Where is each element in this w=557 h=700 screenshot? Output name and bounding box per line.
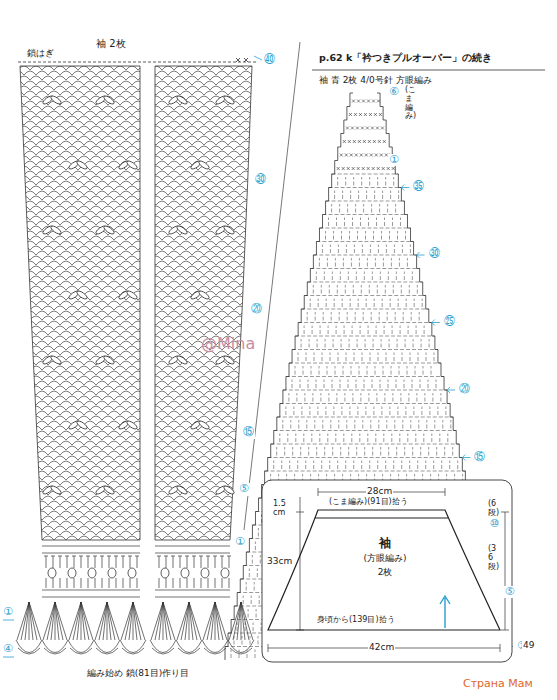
leaf-motif: [50, 225, 63, 236]
mesh-fill: [15, 62, 260, 542]
row-count: (36段): [488, 545, 496, 571]
page-title: p.62 k「衿つきプルオーバー」の続き: [318, 53, 493, 64]
stitch-note: 身頃から(139目)拾う: [316, 615, 396, 624]
leaf-motif: [223, 355, 236, 366]
leaf-motif: [176, 225, 189, 236]
stitch-note: (こま編み)(91目)拾う: [328, 497, 409, 506]
part-name: 袖: [266, 534, 504, 552]
chain-seam: [18, 62, 256, 63]
leaf-motif: [176, 355, 189, 366]
leaf-motif: [103, 225, 116, 236]
callout-number: ⑳: [458, 383, 471, 396]
callout-number: ㉕: [443, 316, 456, 329]
watermark: @Mina: [200, 335, 256, 353]
callout-number: ㊵: [263, 54, 276, 67]
schematic-frame: [262, 480, 512, 662]
popcorn-stitch: [181, 568, 189, 578]
callout-number: ⑮: [242, 426, 255, 439]
popcorn-stitch: [221, 568, 229, 578]
popcorn-stitch: [161, 568, 169, 578]
leaf-motif: [198, 420, 211, 431]
callout-number: ㉚: [428, 248, 441, 261]
watermark: Страна Мам: [462, 678, 534, 691]
leaf-motif: [76, 290, 89, 301]
leader-arrow: [447, 387, 455, 393]
leaf-motif: [76, 420, 89, 431]
dimension: 1.5 cm: [272, 499, 292, 517]
sleeve-schematic: 袖(方眼編み)2枚: [266, 508, 504, 632]
callout-number: ①: [234, 536, 246, 549]
leaf-motif: [223, 225, 236, 236]
leaf-motif: [103, 95, 116, 106]
sc-rows: [337, 100, 395, 171]
leaf-motif: [126, 420, 139, 431]
leaf-motif: [50, 95, 63, 106]
popcorn-stitch: [108, 568, 116, 578]
popcorn-stitch: [48, 568, 56, 578]
dimension: 33cm: [266, 556, 293, 566]
popcorn-stitch: [201, 568, 209, 578]
leader-arrow: [417, 252, 425, 258]
sc-mark: [236, 58, 248, 62]
callout-number: ⑩: [489, 518, 501, 531]
callout-number: ⑥: [388, 86, 400, 99]
part-note: 2枚: [266, 566, 504, 580]
callout-number: ④: [2, 643, 14, 656]
dimension: 42cm: [368, 642, 395, 652]
ruffle-edge: [16, 602, 254, 654]
leaf-motif: [223, 95, 236, 106]
callout-number: ㉟: [412, 181, 425, 194]
leaf-motif: [198, 290, 211, 301]
leaf-motif: [223, 485, 236, 496]
leaf-motif: [176, 485, 189, 496]
leaf-motif: [76, 160, 89, 171]
leaf-motif: [176, 95, 189, 106]
leader-line: [3, 620, 14, 657]
leader-line: [254, 56, 262, 60]
title-rule: [312, 70, 545, 71]
dimension-line: [501, 512, 509, 630]
leaf-motif: [50, 485, 63, 496]
start-note: 編み始め 鎖(81目)作り目: [86, 668, 190, 678]
direction-arrow: [440, 596, 450, 628]
sleeve-outline: [20, 66, 252, 540]
popcorn-stitch: [68, 568, 76, 578]
stitch-rows: [42, 546, 231, 597]
popcorn-stitch: [128, 568, 136, 578]
row-count: (6段): [488, 500, 496, 518]
callout-number: ⑤: [504, 586, 516, 599]
callout-number: ⑤: [238, 483, 250, 496]
part-spec: 袖 青 2枚 4/0号針 方眼編み: [318, 75, 433, 85]
divider-line: [244, 42, 300, 530]
callout-number: ㉚: [254, 174, 267, 187]
popcorn-stitch: [88, 568, 96, 578]
callout-number: ⑳: [250, 303, 263, 316]
leaf-motif: [126, 160, 139, 171]
dimension: 28cm: [366, 486, 393, 496]
leaf-motif: [126, 290, 139, 301]
node-text: 袖(方眼編み)2枚: [266, 534, 504, 579]
part-name: 袖 2枚: [95, 38, 127, 50]
callout-number: ①: [388, 154, 400, 167]
callout-number: ⑮: [473, 451, 486, 464]
stitch-note: (こま編み): [405, 86, 413, 121]
callout-number: ①: [2, 606, 14, 619]
leaf-motif: [103, 485, 116, 496]
part-note: (方眼編み): [266, 552, 504, 566]
leader-arrow: [401, 185, 409, 191]
leader-arrow: [462, 455, 470, 461]
leaf-motif: [50, 355, 63, 366]
leaf-motif: [103, 355, 116, 366]
leader-arrow: [432, 320, 440, 326]
leaf-motif: [198, 160, 211, 171]
seam-note: 鎖はぎ: [26, 48, 55, 58]
page-number: 49: [522, 640, 535, 650]
